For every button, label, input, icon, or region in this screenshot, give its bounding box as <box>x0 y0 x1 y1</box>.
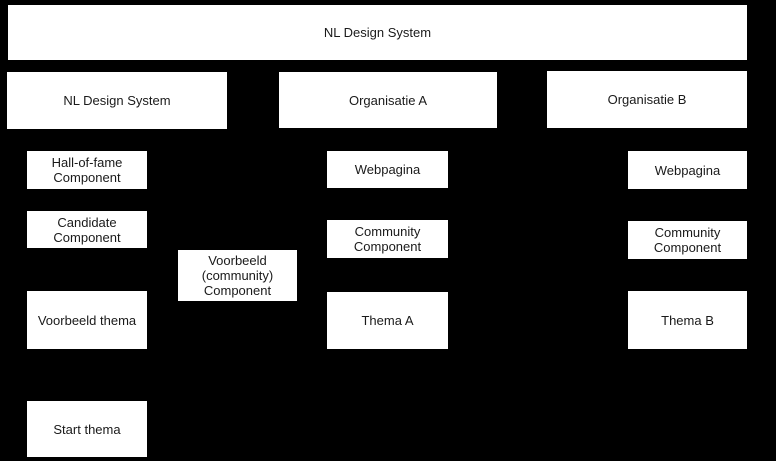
node-voorbeeld-community-component: Voorbeeld (community) Component <box>178 250 297 301</box>
node-candidate-component: Candidate Component <box>27 211 147 248</box>
node-thema-a: Thema A <box>327 292 448 349</box>
node-start-thema: Start thema <box>27 401 147 457</box>
node-voorbeeld-thema: Voorbeeld thema <box>27 291 147 349</box>
node-hall-of-fame-component: Hall-of-fame Component <box>27 151 147 189</box>
node-community-component-a: Community Component <box>327 220 448 258</box>
node-community-component-b: Community Component <box>628 221 747 259</box>
node-thema-b: Thema B <box>628 291 747 349</box>
node-nl-design-system: NL Design System <box>7 72 227 129</box>
node-organisatie-a: Organisatie A <box>279 72 497 128</box>
node-webpagina-a: Webpagina <box>327 151 448 188</box>
node-webpagina-b: Webpagina <box>628 151 747 189</box>
node-organisatie-b: Organisatie B <box>547 71 747 128</box>
node-nl-design-system-root: NL Design System <box>8 5 747 60</box>
